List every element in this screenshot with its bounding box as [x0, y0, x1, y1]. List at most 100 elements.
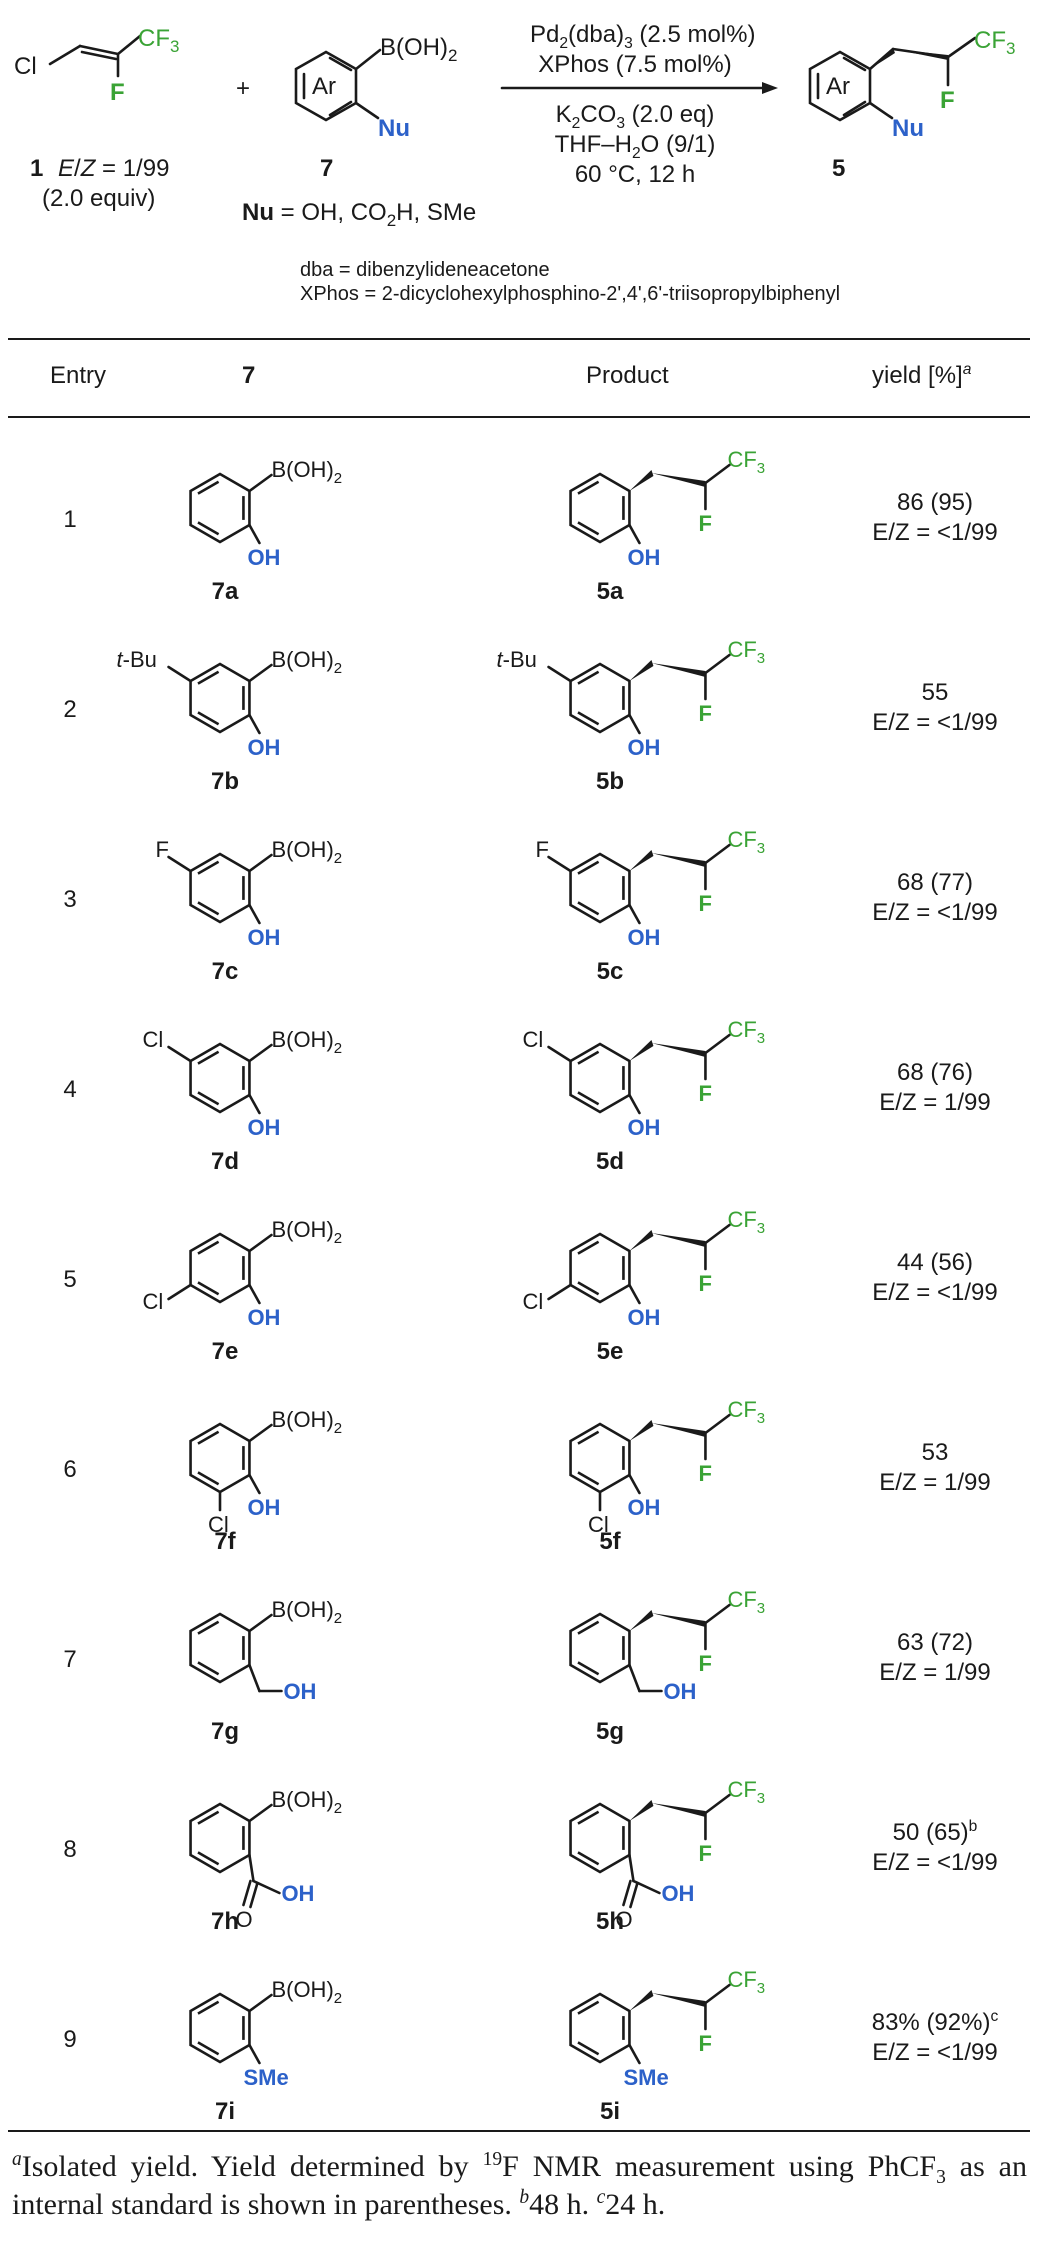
reagent1-ez: E/Z = 1/99 — [58, 155, 169, 182]
condition-catalyst: Pd2(dba)3 (2.5 mol%) — [530, 21, 756, 52]
ez-ratio: E/Z = <1/99 — [872, 2039, 998, 2066]
yield-text: 44 (56) — [896, 1249, 974, 1276]
f-label: F — [698, 1461, 711, 1486]
substrate-label: 7g — [210, 1718, 239, 1745]
reagent1-cl-label: Cl — [14, 53, 37, 80]
oh-label: OH — [247, 545, 280, 570]
condition-solvent: THF–H2O (9/1) — [554, 131, 716, 162]
ez-ratio: E/Z = <1/99 — [872, 1849, 998, 1876]
product-number: 5 — [832, 155, 845, 182]
nu-definition: Nu = OH, CO2H, SMe — [242, 199, 476, 230]
yield-footnote-mark: b — [968, 1818, 978, 1835]
oh-label: OH — [281, 1881, 314, 1906]
cf3-label: CF3 — [727, 1017, 765, 1047]
ring-substituent-label: F — [156, 837, 169, 862]
ring-substituent-label: F — [536, 837, 549, 862]
oh-label: OH — [247, 925, 280, 950]
cf3-label: CF3 — [727, 1587, 765, 1617]
reagent7-boh2-label: B(OH)2 — [380, 34, 457, 65]
oh-label: OH — [663, 1679, 696, 1704]
product-f-label: F — [940, 87, 955, 114]
footnote-c-mark: c — [596, 2187, 606, 2208]
footnote-a-sub: 3 — [936, 2167, 946, 2188]
substrate-label: 7f — [214, 1528, 236, 1555]
yield-text: 63 (72) — [896, 1629, 974, 1656]
product-ar-label: Ar — [826, 73, 850, 100]
product-label: 5c — [596, 958, 624, 985]
yield-text: 55 — [921, 679, 949, 706]
f-label: F — [698, 1651, 711, 1676]
ez-ratio: E/Z = <1/99 — [872, 709, 998, 736]
boh2-label: B(OH)2 — [271, 457, 342, 487]
footnote-a-text-2: F NMR measurement using PhCF — [502, 2150, 937, 2183]
ring-substituent-label: Cl — [208, 1512, 229, 1537]
substrate-label: 7a — [211, 578, 239, 605]
ring-substituent-label: t-Bu — [497, 647, 537, 672]
condition-ligand: XPhos (7.5 mol%) — [538, 51, 732, 78]
oh-label: OH — [247, 1495, 280, 1520]
header-reagent: 7 — [242, 362, 256, 389]
conditions-above: Pd2(dba)3 (2.5 mol%) XPhos (7.5 mol%) — [530, 20, 756, 80]
f-label: F — [698, 2031, 711, 2056]
footnote-a-sup: 19 — [482, 2149, 503, 2170]
oh-label: OH — [247, 1115, 280, 1140]
entry-number: 7 — [63, 1646, 77, 1673]
yield-cell: 68 (77)E/Z = <1/99 — [850, 868, 1020, 928]
product-label: 5d — [595, 1148, 624, 1175]
cf3-label: CF3 — [727, 827, 765, 857]
ez-ratio: E/Z = <1/99 — [872, 1279, 998, 1306]
table-header-rule — [8, 416, 1030, 418]
entry-number: 2 — [63, 696, 77, 723]
yield-text: 86 (95) — [896, 489, 974, 516]
f-label: F — [698, 1081, 711, 1106]
yield-text: 50 (65) — [892, 1819, 969, 1846]
reagent1-equiv: (2.0 equiv) — [42, 185, 155, 212]
boh2-label: B(OH)2 — [271, 1407, 342, 1437]
yield-footnote-mark: c — [990, 2008, 999, 2025]
ring-substituent-label: Cl — [523, 1027, 544, 1052]
product-label: 5i — [599, 2098, 620, 2125]
ring-substituent-label: Cl — [143, 1289, 164, 1314]
ez-ratio: E/Z = <1/99 — [872, 519, 998, 546]
oh-label: OH — [283, 1679, 316, 1704]
ring-substituent-label: Cl — [588, 1512, 609, 1537]
oh-label: OH — [247, 1305, 280, 1330]
header-entry: Entry — [50, 362, 107, 389]
reagent7-nu-label: Nu — [378, 115, 410, 142]
footnote-b-mark: b — [519, 2187, 530, 2208]
reagent1-f-label: F — [110, 79, 125, 106]
oh-label: OH — [627, 925, 660, 950]
entry-number: 1 — [63, 506, 77, 533]
yield-cell: 63 (72)E/Z = 1/99 — [850, 1628, 1020, 1688]
header-yield: yield [%]a — [872, 362, 971, 390]
header-yield-text: yield [%] — [872, 362, 963, 389]
cf3-label: CF3 — [727, 637, 765, 667]
table-top-rule — [8, 338, 1030, 340]
substrate-label: 7c — [211, 958, 239, 985]
oh-label: OH — [627, 1495, 660, 1520]
yield-cell: 68 (76)E/Z = 1/99 — [850, 1058, 1020, 1118]
f-label: F — [698, 1841, 711, 1866]
substrate-structure: B(OH)2OH Cl — [189, 1407, 342, 1537]
footnote-a-text-1: Isolated yield. Yield determined by — [21, 2150, 483, 2183]
cf3-label: CF3 — [727, 1967, 765, 1997]
o-label: O — [615, 1907, 632, 1932]
reagent1-number: 1 — [30, 155, 43, 182]
oh-label: OH — [627, 735, 660, 760]
yield-value: 63 (72) — [850, 1628, 1020, 1658]
